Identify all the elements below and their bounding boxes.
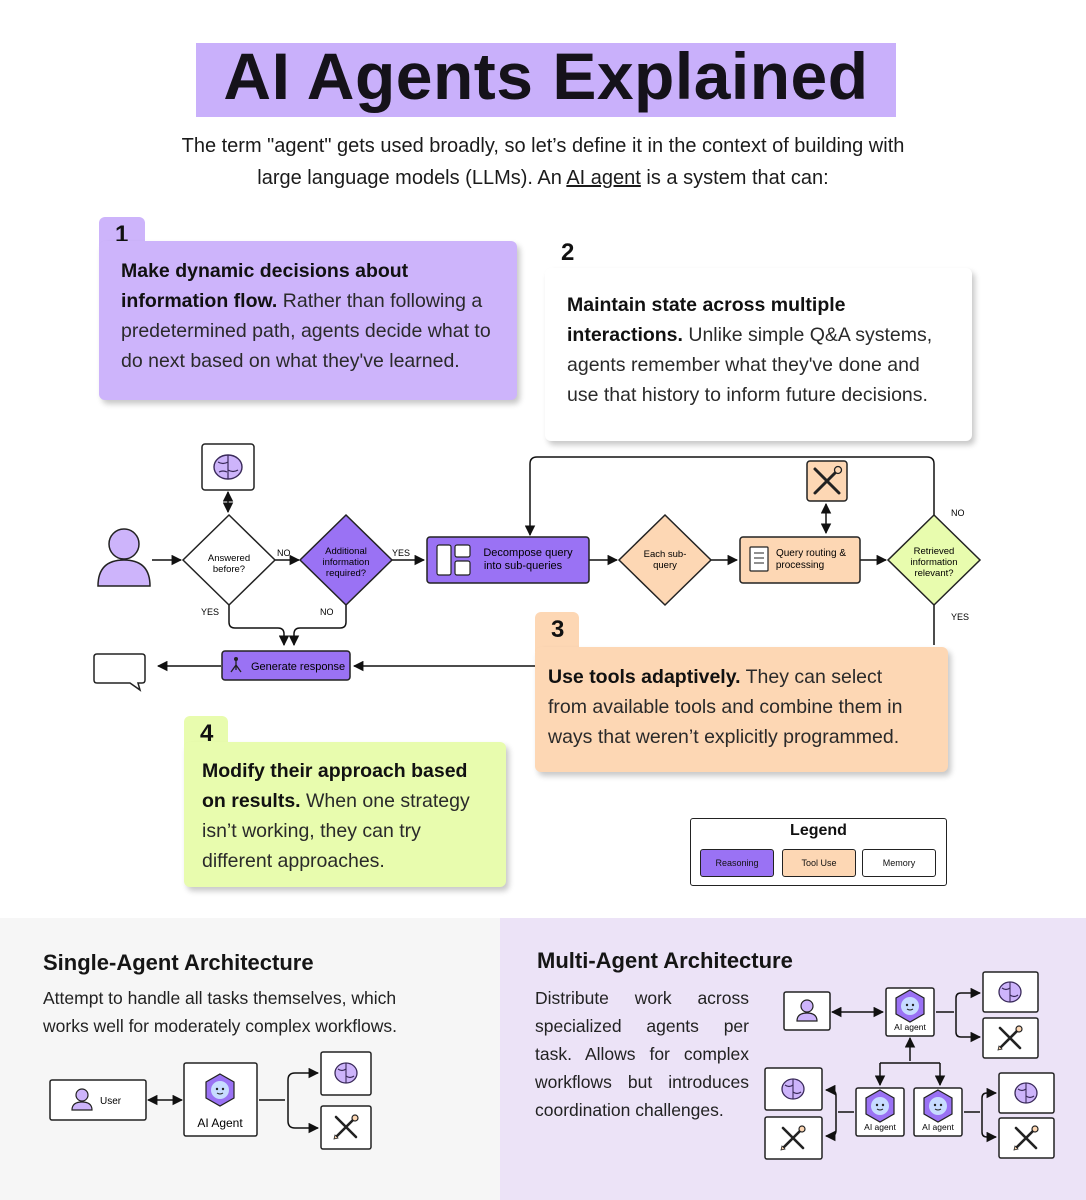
multi-left-agent-label: AI agent (864, 1122, 896, 1132)
label-no-1: NO (277, 548, 291, 558)
legend-memory: Memory (862, 849, 936, 877)
single-agent-title: Single-Agent Architecture (43, 950, 314, 975)
answered-before-line-2: before? (213, 564, 245, 575)
multi-right-brain-icon (1014, 1082, 1038, 1104)
retrieved-line-3: relevant? (914, 568, 953, 579)
page-title: AI Agents Explained (223, 39, 869, 113)
retrieved-line-1: Retrieved (914, 546, 955, 557)
brain-icon (213, 454, 243, 480)
additional-info-line-1: Additional (325, 546, 367, 557)
user-icon (97, 528, 151, 587)
card-3: Use tools adaptively. They can select fr… (535, 647, 948, 772)
multi-agent-line-3: task. Allows for complex (535, 1044, 749, 1064)
label-yes-3: YES (951, 612, 969, 622)
intro-line-2-post: is a system that can: (640, 167, 829, 189)
label-yes-1: YES (392, 548, 410, 558)
label-yes-2: YES (201, 607, 219, 617)
card-2-text: Unlike simple Q&A systems, agents rememb… (567, 324, 933, 406)
card-4-bold: Modify their approach based on results. (202, 760, 468, 812)
additional-info-line-3: required? (326, 568, 366, 579)
generate-response-label: Generate response (251, 661, 345, 673)
query-routing-line-2: processing (776, 560, 824, 571)
query-routing-line-1: Query routing & (776, 548, 846, 559)
card-1: Make dynamic decisions about information… (99, 241, 517, 400)
single-brain-icon (334, 1062, 358, 1084)
card-3-bold: Use tools adaptively. (548, 666, 741, 688)
retrieved-relevant-diamond (886, 513, 982, 607)
legend-title: Legend (790, 822, 847, 839)
document-icon (749, 546, 769, 572)
card-2-bold: Maintain state across multiple interacti… (567, 294, 846, 346)
card-4: Modify their approach based on results. … (184, 742, 506, 887)
query-routing-box (739, 536, 861, 584)
architecture-diagrams: User AI Agent AI agent AI agent AI agent (49, 971, 1055, 1160)
title-highlight (196, 43, 896, 117)
each-subquery-line-1: Each sub- (644, 549, 687, 560)
legend-reasoning: Reasoning (700, 849, 774, 877)
multi-top-brain-icon (998, 981, 1022, 1003)
multi-agent-line-2: specialized agents per (535, 1016, 749, 1036)
multi-right-agent-label: AI agent (922, 1122, 954, 1132)
multi-agent-line-5: coordination challenges. (535, 1100, 724, 1120)
intro-line-1: The term "agent" gets used broadly, so l… (181, 135, 905, 157)
generate-response-box (221, 650, 351, 681)
each-subquery-line-2: query (653, 560, 677, 571)
retrieved-line-2: information (911, 557, 958, 568)
ai-agent-link[interactable]: AI agent (566, 167, 641, 189)
additional-info-diamond (298, 513, 394, 607)
single-agent-line-2: works well for moderately complex workfl… (43, 1016, 397, 1036)
card-3-number: 3 (535, 612, 579, 652)
card-2: Maintain state across multiple interacti… (545, 268, 972, 441)
intro-line-2: large language models (LLMs). An AI agen… (120, 162, 966, 194)
legend-tool-use: Tool Use (782, 849, 856, 877)
multi-top-agent-label: AI agent (894, 1022, 926, 1032)
card-4-text: When one strategy isn’t working, they ca… (202, 790, 470, 872)
single-agent-panel (0, 918, 500, 1200)
card-3-text: They can select from available tools and… (548, 666, 903, 748)
decompose-line-1: Decompose query (483, 547, 573, 559)
answered-before-line-1: Answered (208, 553, 250, 564)
branch-icon (230, 657, 242, 673)
speech-bubble-icon (93, 653, 146, 692)
intro-text: The term "agent" gets used broadly, so l… (120, 130, 966, 194)
intro-line-2-pre: large language models (LLMs). An (257, 167, 567, 189)
card-1-bold: Make dynamic decisions about information… (121, 260, 409, 312)
multi-agent-line-4: workflows but introduces (535, 1072, 749, 1092)
each-subquery-diamond (617, 513, 713, 607)
single-user-label: User (100, 1096, 122, 1107)
label-no-2: NO (320, 607, 334, 617)
grid-icon (436, 544, 471, 576)
tool-box (806, 460, 848, 502)
single-agent-line-1: Attempt to handle all tasks themselves, … (43, 988, 397, 1008)
answered-before-diamond (181, 513, 277, 607)
decompose-line-2: into sub-queries (484, 560, 563, 572)
label-no-3: NO (951, 508, 965, 518)
multi-agent-line-1: Distribute work across (535, 988, 749, 1008)
memory-brain-box (201, 443, 255, 491)
multi-agent-text: Distribute work across specialized agent… (535, 984, 749, 1124)
additional-info-line-2: information (323, 557, 370, 568)
single-user-box (49, 1079, 147, 1121)
multi-left-brain-icon (781, 1078, 805, 1100)
multi-agent-title: Multi-Agent Architecture (537, 948, 793, 973)
wrench-screwdriver-icon (813, 465, 843, 495)
single-agent-label: AI Agent (197, 1116, 243, 1130)
card-1-text: Rather than following a predetermined pa… (121, 290, 491, 372)
